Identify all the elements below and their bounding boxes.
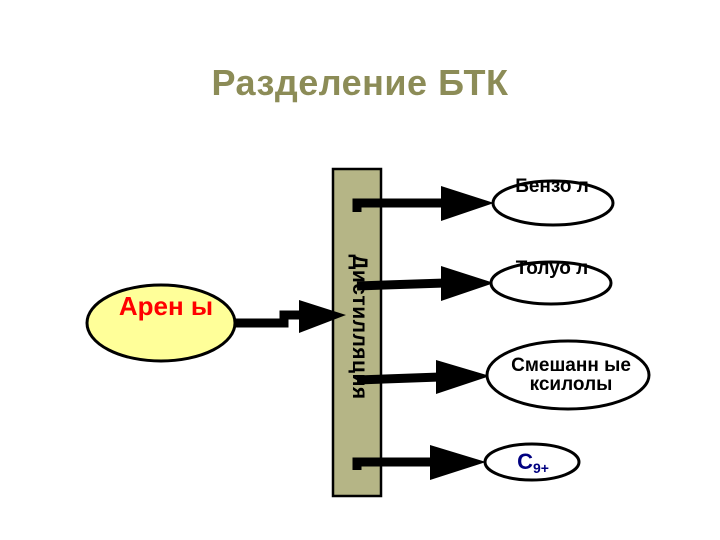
xylenes-ellipse <box>485 339 651 411</box>
arenes-label: Арен ы <box>118 291 214 321</box>
input-arrow <box>235 300 346 333</box>
benzene-arrow <box>352 186 494 221</box>
toluene-ellipse <box>489 260 613 306</box>
c9-plus-label: C9+ <box>488 450 578 476</box>
toluene-arrow <box>356 266 494 301</box>
c9-arrow <box>352 445 486 480</box>
c9-ellipse <box>483 442 581 482</box>
toluene-label: Толуо л <box>515 258 589 279</box>
distillation-label: Дистилляция <box>348 254 371 400</box>
benzene-label: Бензо л <box>515 176 589 197</box>
c9-subscript: 9+ <box>532 460 549 476</box>
c9-base: C <box>517 449 533 474</box>
distillation-column <box>331 167 383 498</box>
mixed-xylenes-label: Смешанн ые ксилолы <box>511 355 631 395</box>
xylenes-arrow <box>356 360 490 394</box>
page-title: Разделение БТК <box>211 62 509 103</box>
benzene-ellipse <box>491 179 615 227</box>
